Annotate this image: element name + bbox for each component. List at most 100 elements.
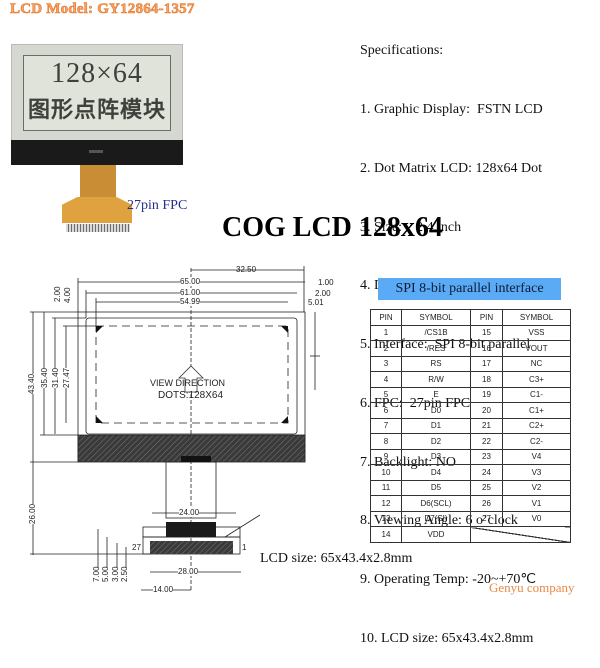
column-header: SYMBOL bbox=[502, 309, 571, 326]
pin-cell: 1 bbox=[370, 324, 402, 341]
pin-cell: 4 bbox=[370, 371, 402, 388]
pin-cell: 15 bbox=[470, 324, 503, 341]
interface-banner: SPI 8-bit parallel interface bbox=[378, 278, 561, 300]
column-header: SYMBOL bbox=[401, 309, 471, 326]
dim-fpc-5: 5.00 bbox=[101, 566, 110, 582]
pin-cell: 3 bbox=[370, 355, 402, 372]
pin-cell: 14 bbox=[370, 526, 402, 543]
pin-cell: 5 bbox=[370, 386, 402, 403]
dim-active-width: 54.99 bbox=[180, 297, 201, 306]
specifications-heading: Specifications: bbox=[360, 43, 444, 59]
dim-outline-width: 65.00 bbox=[180, 277, 201, 286]
pin-cell: 26 bbox=[470, 495, 503, 512]
company-name: Genyu company bbox=[489, 580, 575, 595]
dots-label: DOTS:128X64 bbox=[158, 390, 224, 401]
spec-item: 2. Dot Matrix LCD: 128x64 Dot bbox=[360, 160, 542, 176]
dim-fpc-24: 24.00 bbox=[179, 508, 200, 517]
pin-cell: 17 bbox=[470, 355, 503, 372]
dim-right-3: 5.01 bbox=[308, 298, 324, 307]
pin-cell: 27 bbox=[470, 510, 503, 527]
pin-27-label: 27 bbox=[132, 543, 141, 552]
mechanical-drawing bbox=[30, 266, 320, 591]
lcd-ic-slot bbox=[89, 150, 103, 153]
empty-cell bbox=[470, 526, 571, 543]
pin-cell: 11 bbox=[370, 479, 402, 496]
dim-height-4: 27.47 bbox=[62, 367, 71, 388]
fpc-cable-upper bbox=[80, 165, 116, 197]
pin-cell: 7 bbox=[370, 417, 402, 434]
dim-fpc-length: 26.00 bbox=[28, 503, 37, 524]
dim-fpc-3: 3.00 bbox=[111, 566, 120, 582]
symbol-cell: V0 bbox=[502, 510, 571, 527]
dim-fpc-7: 7.00 bbox=[92, 566, 101, 582]
dim-outline-height: 43.40 bbox=[27, 373, 36, 394]
symbol-cell: D6(SCL) bbox=[401, 495, 471, 512]
dim-height-3: 31.40 bbox=[51, 367, 60, 388]
symbol-cell: D5 bbox=[401, 479, 471, 496]
dim-right-1: 1.00 bbox=[318, 278, 334, 287]
column-header: PIN bbox=[470, 309, 503, 326]
pin-cell: 19 bbox=[470, 386, 503, 403]
pin-cell: 2 bbox=[370, 340, 402, 357]
symbol-cell: C2- bbox=[502, 433, 571, 450]
lcd-display-text-2: 图形点阵模块 bbox=[27, 98, 166, 123]
pin-cell: 22 bbox=[470, 433, 503, 450]
symbol-cell: C1- bbox=[502, 386, 571, 403]
pin-cell: 25 bbox=[470, 479, 503, 496]
dim-top-4: 4.00 bbox=[63, 287, 72, 303]
lcd-display-text-1: 128×64 bbox=[51, 58, 143, 89]
pin-1-label: 1 bbox=[242, 543, 247, 552]
page-title: COG LCD 128x64 bbox=[222, 212, 443, 243]
dim-fpc-28: 28.00 bbox=[178, 567, 199, 576]
symbol-cell: V4 bbox=[502, 448, 571, 465]
fpc-contacts bbox=[66, 224, 130, 232]
view-direction-arrow-icon bbox=[178, 365, 204, 393]
fpc-label: 27pin FPC bbox=[127, 198, 188, 213]
symbol-cell: D3 bbox=[401, 448, 471, 465]
dim-height-2: 35.40 bbox=[40, 367, 49, 388]
fpc-cable-lower bbox=[62, 197, 132, 223]
lcd-size-note: LCD size: 65x43.4x2.8mm bbox=[260, 551, 413, 566]
dim-fpc-14: 14.00 bbox=[153, 585, 174, 594]
dim-fpc-25: 2.50 bbox=[120, 566, 129, 582]
pin-cell: 18 bbox=[470, 371, 503, 388]
table-header-row: PIN SYMBOL PIN SYMBOL bbox=[370, 309, 571, 326]
symbol-cell: V2 bbox=[502, 479, 571, 496]
view-direction-label: VIEW DIRECTION bbox=[150, 378, 226, 388]
symbol-cell: E bbox=[401, 386, 471, 403]
lcd-glass bbox=[23, 55, 171, 131]
dim-right-2: 2.00 bbox=[315, 289, 331, 298]
symbol-cell: C2+ bbox=[502, 417, 571, 434]
pin-cell: 6 bbox=[370, 402, 402, 419]
symbol-cell: V1 bbox=[502, 495, 571, 512]
pin-cell: 12 bbox=[370, 495, 402, 512]
symbol-cell: /RES bbox=[401, 340, 471, 357]
pin-cell: 8 bbox=[370, 433, 402, 450]
symbol-cell: D7(SI) bbox=[401, 510, 471, 527]
symbol-cell: D2 bbox=[401, 433, 471, 450]
pin-cell: 10 bbox=[370, 464, 402, 481]
symbol-cell: D0 bbox=[401, 402, 471, 419]
pin-cell: 16 bbox=[470, 340, 503, 357]
spec-item: 9. Operating Temp: -20~+70℃ bbox=[360, 572, 537, 588]
pin-cell: 24 bbox=[470, 464, 503, 481]
dim-half-width: 32.50 bbox=[236, 265, 257, 274]
symbol-cell: D4 bbox=[401, 464, 471, 481]
pin-cell: 20 bbox=[470, 402, 503, 419]
symbol-cell: VSS bbox=[502, 324, 571, 341]
symbol-cell: D1 bbox=[401, 417, 471, 434]
symbol-cell: R/W bbox=[401, 371, 471, 388]
spec-item: 10. LCD size: 65x43.4x2.8mm bbox=[360, 631, 534, 646]
